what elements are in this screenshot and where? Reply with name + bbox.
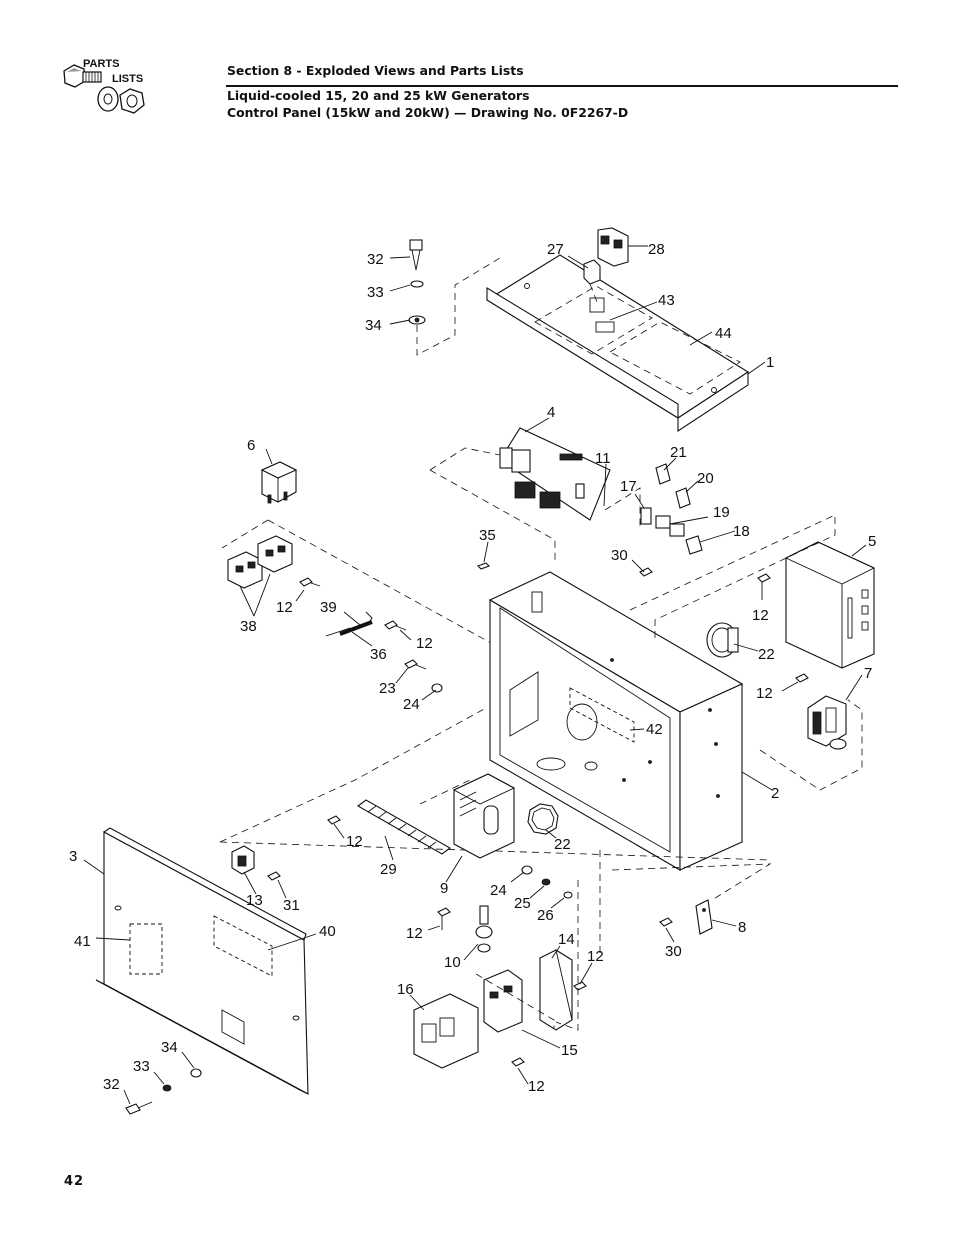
callout-label: 13: [246, 892, 263, 909]
callout-label: 10: [444, 954, 461, 971]
bolt-bottom-part: [125, 1068, 202, 1115]
callout-label: 26: [537, 907, 554, 924]
cover-plate-part: [485, 254, 750, 433]
callout-labels: 32 27 28 33 43 34 44 1 4 6 11 21 17 20 1…: [69, 241, 876, 1095]
page-title: Liquid-cooled 15, 20 and 25 kW Generator…: [227, 88, 530, 103]
callout-label: 38: [240, 618, 257, 635]
pin-part: [325, 611, 373, 637]
callout-label: 30: [611, 547, 628, 564]
transformer-part: [759, 695, 863, 791]
callout-label: 17: [620, 478, 637, 495]
parts-lists-logo: [58, 55, 158, 127]
callout-label: 11: [595, 450, 611, 467]
callout-label: 16: [397, 981, 414, 998]
page-subtitle: Control Panel (15kW and 20kW) — Drawing …: [227, 105, 629, 120]
callout-label: 22: [554, 836, 571, 853]
callout-label: 34: [161, 1039, 178, 1056]
callout-label: 12: [752, 607, 769, 624]
callout-label: 36: [370, 646, 387, 663]
bolt-top-part: [408, 239, 501, 356]
callout-label: 32: [367, 251, 384, 268]
callout-label: 12: [587, 948, 604, 965]
callout-label: 1: [766, 354, 774, 371]
bolt-nut-washer-icon: [63, 64, 145, 114]
callout-label: 28: [648, 241, 665, 258]
callout-label: 34: [365, 317, 382, 334]
callout-label: 12: [346, 833, 363, 850]
bracket-part: [539, 949, 573, 1031]
contactor-part: [413, 969, 555, 1069]
callout-label: 44: [715, 325, 732, 342]
callout-label: 41: [74, 933, 91, 950]
callout-label: 35: [479, 527, 496, 544]
latch-part: [611, 863, 772, 935]
oring-part: [527, 803, 559, 835]
header-rule: [226, 85, 898, 87]
callout-label: 3: [69, 848, 77, 865]
callout-label: 12: [416, 635, 433, 652]
callout-label: 12: [276, 599, 293, 616]
callout-label: 43: [658, 292, 675, 309]
callout-label: 29: [380, 861, 397, 878]
callout-label: 8: [738, 919, 746, 936]
callout-label: 7: [864, 665, 872, 682]
screw-parts: [267, 562, 809, 1067]
fuse-holder-part: [640, 463, 703, 555]
callout-label: 25: [514, 895, 531, 912]
callout-label: 20: [697, 470, 714, 487]
circuit-breaker-part: [583, 227, 629, 303]
callout-label: 22: [758, 646, 775, 663]
callout-label: 23: [379, 680, 396, 697]
callout-label: 2: [771, 785, 779, 802]
leader-lines: [83, 245, 867, 1105]
connector-part: [706, 622, 739, 658]
logo-parts-label: PARTS: [83, 58, 120, 70]
callout-label: 18: [733, 523, 750, 540]
enclosure-box-part: [488, 571, 744, 871]
callout-label: 31: [283, 897, 300, 914]
callout-label: 27: [547, 241, 564, 258]
terminal-strip-part: [219, 707, 771, 861]
side-panel-part: [95, 827, 309, 1095]
logo-lists-label: LISTS: [112, 73, 144, 85]
circuit-board-part: [429, 427, 641, 560]
callout-label: 5: [868, 533, 876, 550]
callout-label: 4: [547, 404, 555, 421]
callout-label: 15: [561, 1042, 578, 1059]
grommet-part: [475, 905, 493, 953]
callout-label: 40: [319, 923, 336, 940]
module-part: [629, 514, 876, 669]
relay-socket-part: [227, 535, 293, 589]
callout-label: 42: [646, 721, 663, 738]
callout-label: 39: [320, 599, 337, 616]
fuse-block-part: [231, 845, 255, 875]
callout-label: 33: [367, 284, 384, 301]
callout-label: 9: [440, 880, 448, 897]
callout-label: 33: [133, 1058, 150, 1075]
callout-label: 19: [713, 504, 730, 521]
callout-label: 12: [406, 925, 423, 942]
callout-label: 12: [756, 685, 773, 702]
callout-label: 24: [490, 882, 507, 899]
callout-label: 30: [665, 943, 682, 960]
section-heading: Section 8 - Exploded Views and Parts Lis…: [227, 63, 524, 78]
callout-label: 32: [103, 1076, 120, 1093]
callout-label: 24: [403, 696, 420, 713]
callout-label: 21: [670, 444, 687, 461]
callout-label: 14: [558, 931, 575, 948]
callout-label: 12: [528, 1078, 545, 1095]
callout-label: 6: [247, 437, 255, 454]
page-number: 42: [64, 1174, 85, 1189]
voltage-regulator-part: [419, 773, 515, 859]
relay-part: [221, 461, 501, 649]
